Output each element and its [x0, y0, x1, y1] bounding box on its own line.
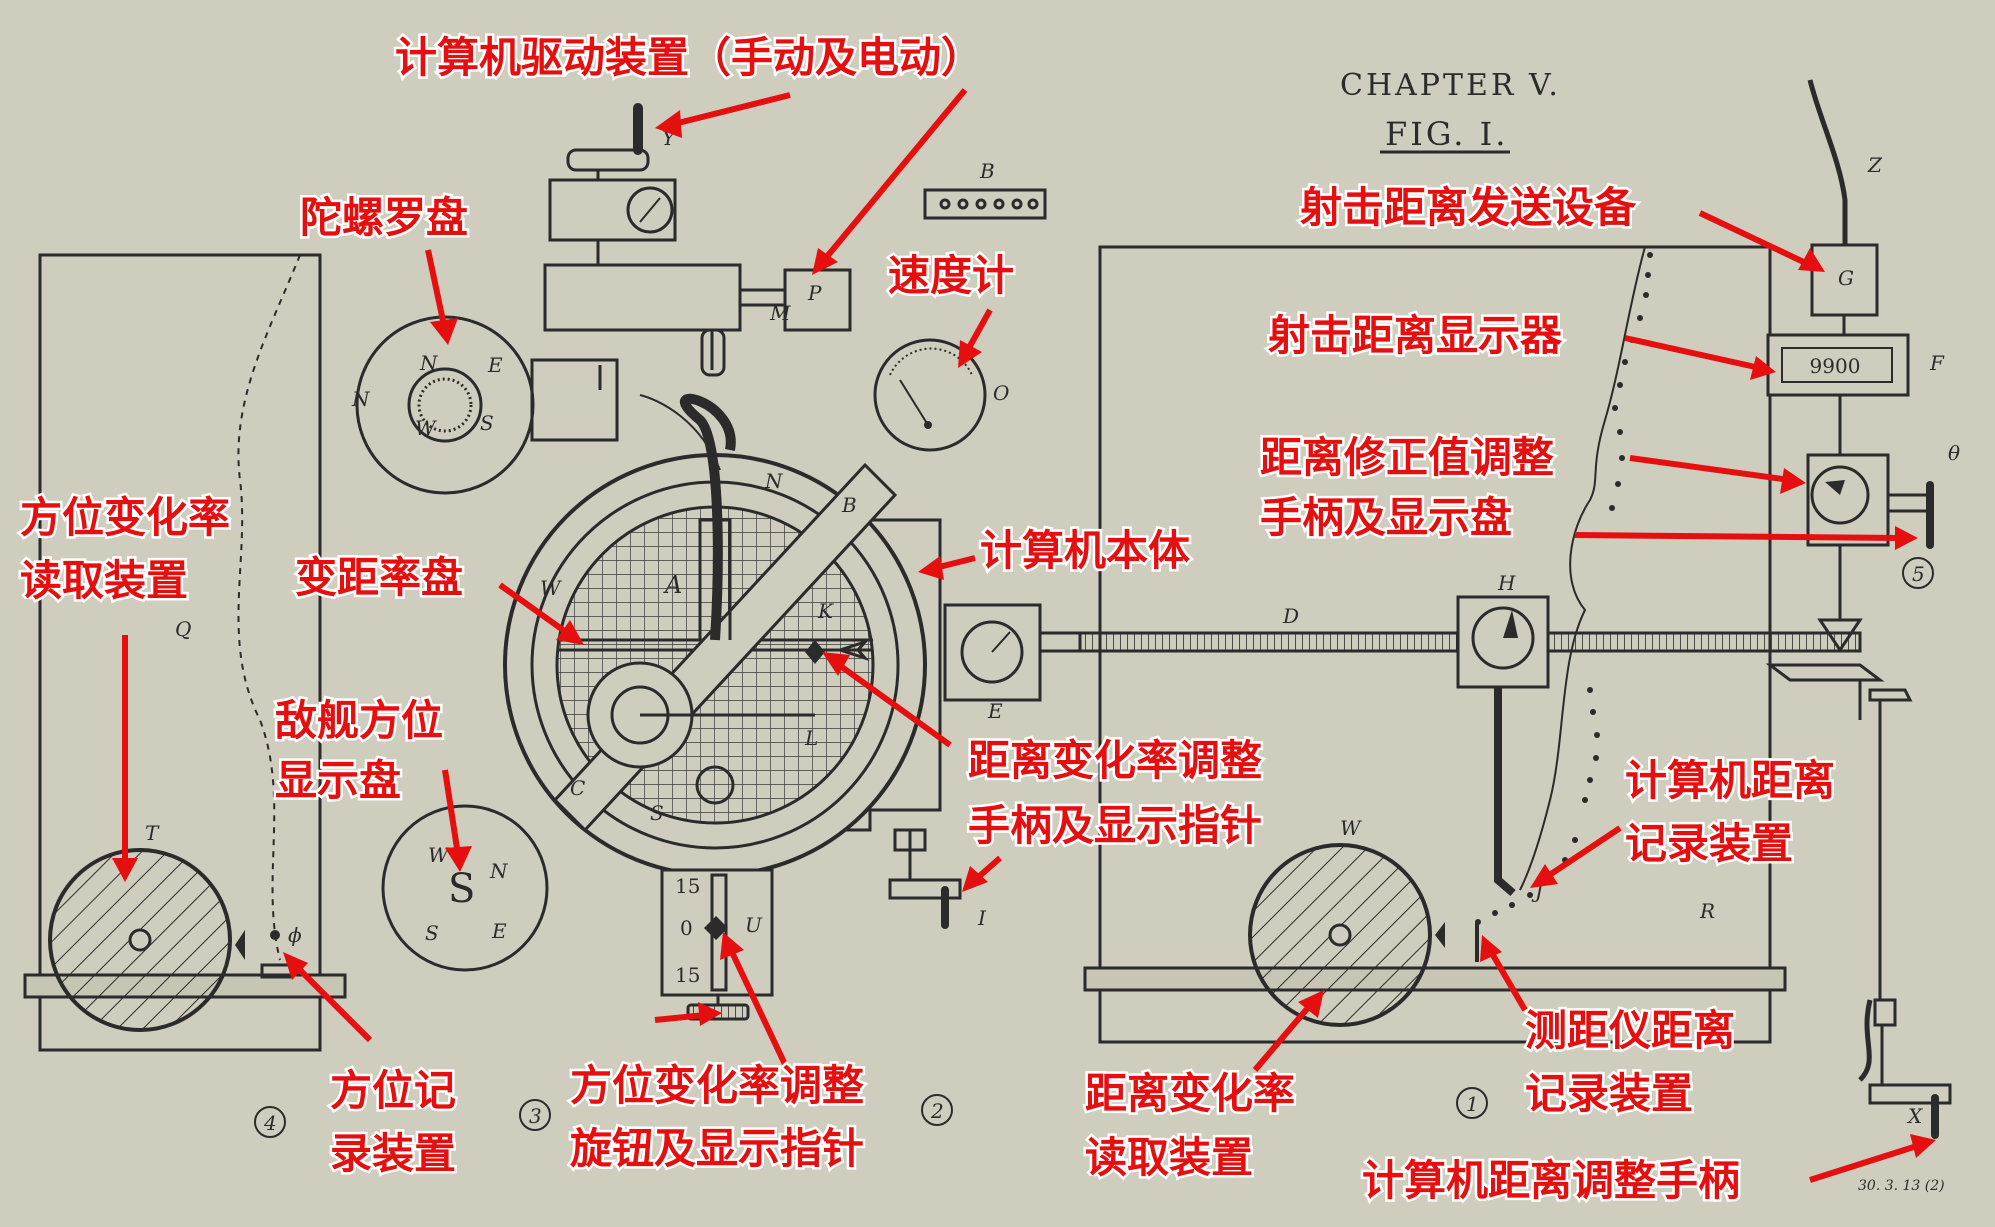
svg-text:W: W	[415, 416, 437, 440]
svg-text:S: S	[448, 866, 475, 912]
svg-text:N: N	[489, 859, 509, 883]
svg-text:N: N	[419, 351, 439, 375]
connector-block-B: B	[923, 159, 1047, 220]
panel-number-2: 2	[930, 1099, 944, 1123]
letter-P: P	[807, 281, 822, 305]
panel-bearing-plot: Q T ϕ	[23, 253, 347, 1052]
letter-theta: θ	[1948, 441, 1960, 465]
svg-text:N: N	[351, 387, 371, 411]
letter-T: T	[145, 821, 160, 845]
rack-and-dials: E D H	[943, 571, 1862, 897]
computer-drive-unit: Y P	[543, 103, 852, 390]
label-body: 计算机本体	[980, 526, 1190, 575]
label-range-rate-read-line1: 距离变化率	[1085, 1069, 1295, 1118]
letter-H: H	[1497, 571, 1516, 595]
label-bearing-rec-line1: 方位记	[330, 1066, 456, 1115]
panel-number-4: 4	[263, 1111, 277, 1135]
letter-B-bar: B	[841, 493, 857, 517]
letter-R: R	[1699, 899, 1715, 923]
label-bearing-rate-read-line2: 读取装置	[20, 556, 188, 605]
letter-Q: Q	[175, 617, 191, 641]
letter-L: L	[804, 726, 818, 750]
svg-text:E: E	[487, 353, 503, 377]
panel-number-5: 5	[1912, 562, 1925, 586]
label-enemy-bearing-line1: 敌舰方位	[275, 696, 443, 745]
label-rangefinder-rec-line1: 测距仪距离	[1525, 1006, 1735, 1055]
scale-top: 15	[675, 874, 700, 898]
label-drive: 计算机驱动装置（手动及电动）	[395, 33, 983, 82]
letter-I: I	[977, 906, 987, 930]
letter-O: O	[993, 381, 1009, 405]
panel-number-1: 1	[1466, 1092, 1479, 1116]
label-correction-line2: 手柄及显示盘	[1260, 493, 1512, 542]
svg-text:W: W	[428, 843, 450, 867]
chapter-heading: CHAPTER V.	[1340, 68, 1561, 103]
label-enemy-bearing-line2: 显示盘	[275, 756, 401, 805]
label-range-rate-adj-line1: 距离变化率调整	[968, 736, 1262, 785]
label-computer-range-rec-line2: 记录装置	[1625, 819, 1793, 868]
letter-X: X	[1906, 1104, 1923, 1128]
letter-phi: ϕ	[288, 923, 302, 947]
label-fire-display: 射击距离显示器	[1268, 311, 1563, 360]
label-correction-line1: 距离修正值调整	[1260, 433, 1554, 482]
label-rate-disc: 变距率盘	[295, 553, 463, 602]
scale-bottom: 15	[675, 963, 700, 987]
letter-G: G	[1838, 266, 1854, 290]
label-range-rate-read-line2: 读取装置	[1085, 1133, 1253, 1182]
svg-text:E: E	[491, 919, 507, 943]
letter-D: D	[1282, 604, 1299, 628]
letter-W-drum: W	[1340, 816, 1362, 840]
figure-heading: FIG. I.	[1385, 115, 1508, 153]
speedometer: O	[873, 338, 1009, 452]
letter-A: A	[663, 571, 682, 599]
label-bearing-rec-line2: 录装置	[330, 1129, 456, 1178]
label-fire-send: 射击距离发送设备	[1300, 183, 1637, 232]
label-bearing-rate-read-line1: 方位变化率	[20, 493, 230, 542]
scale-mid: 0	[680, 916, 693, 940]
panel-numbers: 4 3 2 1 5	[254, 557, 1934, 1138]
gyro-compass: N E S W N	[351, 315, 619, 495]
panel-range-plot: W J R	[1083, 245, 1787, 1044]
letter-Z: Z	[1867, 153, 1883, 177]
annotation-arrows	[112, 88, 1936, 1183]
enemy-bearing-dial: S N E W S	[381, 804, 549, 972]
range-display-value: 9900	[1810, 354, 1861, 378]
label-range-rate-adj-line2: 手柄及显示指针	[968, 801, 1262, 850]
letter-K: K	[817, 599, 834, 623]
letter-N-ring: N	[764, 469, 784, 493]
bearing-pen	[270, 930, 280, 940]
label-bearing-rate-adj-line1: 方位变化率调整	[570, 1061, 864, 1110]
letter-F: F	[1929, 351, 1945, 375]
letter-B: B	[979, 159, 995, 183]
svg-text:S: S	[425, 921, 439, 945]
label-range-adj-handle: 计算机距离调整手柄	[1362, 1156, 1740, 1205]
range-rate-handle: I	[888, 828, 987, 930]
svg-text:S: S	[480, 411, 494, 435]
letter-U: U	[745, 913, 763, 937]
annotation-labels: 计算机驱动装置（手动及电动） 陀螺罗盘 速度计 射击距离发送设备 射击距离显示器…	[18, 31, 1838, 1208]
label-bearing-rate-adj-line2: 旋钮及显示指针	[570, 1124, 864, 1173]
panel-number-3: 3	[529, 1104, 542, 1128]
letter-M: M	[769, 301, 791, 325]
label-gyro: 陀螺罗盘	[300, 193, 468, 242]
label-speed: 速度计	[888, 251, 1014, 300]
letter-E: E	[987, 699, 1003, 723]
label-computer-range-rec-line1: 计算机距离	[1625, 756, 1835, 805]
label-rangefinder-rec-line2: 记录装置	[1525, 1069, 1693, 1118]
range-transmitter-stack: Z G 9900 F θ X 30. 3. 13 (2)	[1765, 79, 1960, 1194]
footer-ref: 30. 3. 13 (2)	[1858, 1178, 1945, 1194]
letter-W-ring: W	[540, 576, 562, 600]
bearing-rate-scale: 15 0 15 U	[660, 868, 774, 1021]
letter-C: C	[570, 776, 585, 800]
letter-S-ring: S	[650, 801, 664, 825]
